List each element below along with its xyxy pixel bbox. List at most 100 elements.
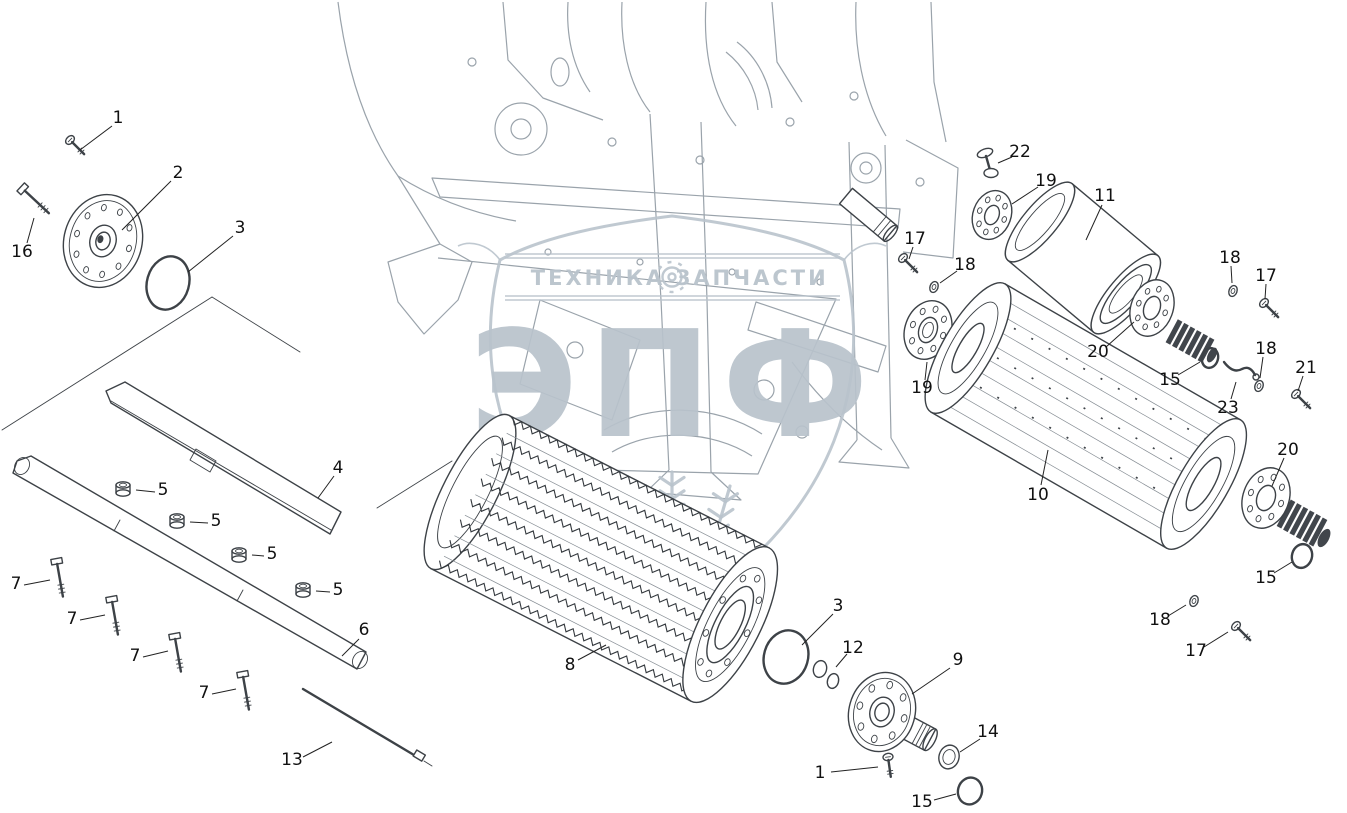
callout-label-8: 8 xyxy=(565,655,576,675)
callout-label-19: 19 xyxy=(1035,171,1057,191)
part-flange-19-lower xyxy=(903,300,953,360)
callout-leader-21 xyxy=(1297,375,1304,392)
callout-label-5: 5 xyxy=(158,480,169,500)
parts-layer xyxy=(12,132,1331,806)
part-pivot-shaft xyxy=(838,187,899,243)
callout-label-15: 15 xyxy=(1159,370,1181,390)
part-bolt-7 xyxy=(49,556,70,599)
callout-label-2: 2 xyxy=(173,163,184,183)
callout-label-21: 21 xyxy=(1295,358,1317,378)
callout-leader-18 xyxy=(1230,265,1233,284)
callout-leader-20 xyxy=(1271,457,1285,487)
callout-leader-19 xyxy=(924,361,928,381)
callout-label-7: 7 xyxy=(199,683,210,703)
callout-label-4: 4 xyxy=(333,458,344,478)
callout-label-15: 15 xyxy=(1255,568,1277,588)
callout-label-17: 17 xyxy=(1255,266,1277,286)
part-housing-11 xyxy=(1004,181,1162,335)
part-roller-8 xyxy=(423,413,779,704)
callout-label-18: 18 xyxy=(1255,339,1277,359)
part-washer-18-b xyxy=(1226,283,1240,299)
part-roller-10 xyxy=(924,282,1248,550)
callout-leader-7 xyxy=(79,614,106,621)
callout-leader-16 xyxy=(26,217,35,244)
callout-leader-14 xyxy=(959,738,981,753)
part-flange-20-upper xyxy=(1129,279,1175,337)
assembly-boundary-lines xyxy=(1,296,453,509)
callout-label-14: 14 xyxy=(977,722,999,742)
callout-leader-3 xyxy=(801,613,834,646)
callout-label-22: 22 xyxy=(1009,142,1031,162)
callout-label-13: 13 xyxy=(281,750,303,770)
part-boot-corrugations xyxy=(1165,319,1328,547)
callout-leader-17 xyxy=(1203,631,1229,648)
part-flange-19-top xyxy=(971,189,1013,241)
part-hub-9 xyxy=(847,671,917,753)
callout-label-6: 6 xyxy=(359,620,370,640)
callout-label-18: 18 xyxy=(954,255,976,275)
callout-label-20: 20 xyxy=(1087,342,1109,362)
part-oring-3-center xyxy=(762,629,810,685)
callout-leader-7 xyxy=(142,650,169,658)
callout-leader-18 xyxy=(939,270,958,284)
callout-leader-2 xyxy=(121,180,172,231)
part-nut-5 xyxy=(169,513,185,529)
part-rings-12 xyxy=(812,659,840,690)
part-bolt-7 xyxy=(235,669,256,712)
callout-leader-18 xyxy=(1167,604,1187,617)
callout-label-7: 7 xyxy=(67,609,78,629)
part-washer-18-c xyxy=(1252,378,1266,394)
part-boot-tip-upper xyxy=(1206,347,1218,363)
part-bolt-1-left xyxy=(62,132,89,159)
callouts-layer: 1216345555777761383129114152219111718192… xyxy=(11,108,1317,812)
part-oring-15-right xyxy=(1290,542,1314,570)
callout-leader-4 xyxy=(317,475,335,499)
callout-leader-17 xyxy=(1264,283,1267,300)
gear-icon xyxy=(655,260,689,294)
part-bolt-1-bottom xyxy=(881,751,897,779)
part-ring-14 xyxy=(938,744,960,770)
callout-label-5: 5 xyxy=(333,580,344,600)
callout-leader-5 xyxy=(135,489,156,493)
callout-leader-7 xyxy=(211,688,237,695)
callout-leader-17 xyxy=(908,246,914,260)
callout-leader-20 xyxy=(1105,321,1135,348)
part-bolt-21 xyxy=(1288,386,1315,413)
callout-leader-1 xyxy=(830,766,879,773)
callout-label-23: 23 xyxy=(1217,398,1239,418)
callout-label-1: 1 xyxy=(815,763,826,783)
callout-leader-5 xyxy=(251,554,265,557)
part-oring-3-left xyxy=(145,255,191,311)
part-bolt-7 xyxy=(104,594,125,637)
callout-leader-1 xyxy=(79,125,113,151)
part-flange-20-lower xyxy=(1241,467,1291,529)
part-bolt-7 xyxy=(167,631,188,674)
callout-label-7: 7 xyxy=(130,646,141,666)
part-screw-16 xyxy=(15,181,54,219)
callout-label-7: 7 xyxy=(11,574,22,594)
callout-label-17: 17 xyxy=(904,229,926,249)
callout-leader-10 xyxy=(1040,449,1049,486)
callout-leader-9 xyxy=(911,667,951,695)
part-bar-4 xyxy=(105,381,342,535)
part-ring-15-upper xyxy=(1200,346,1220,370)
callout-leader-12 xyxy=(835,653,848,668)
part-bolt-17-a xyxy=(895,250,922,277)
callout-label-18: 18 xyxy=(1149,610,1171,630)
callout-leader-3 xyxy=(187,235,234,273)
callout-label-9: 9 xyxy=(953,650,964,670)
part-cable-tie-13 xyxy=(301,687,433,767)
callout-label-5: 5 xyxy=(211,511,222,531)
part-bar-6 xyxy=(12,455,368,670)
callout-label-18: 18 xyxy=(1219,248,1241,268)
part-nut-5 xyxy=(115,481,131,497)
callout-label-12: 12 xyxy=(842,638,864,658)
callout-label-3: 3 xyxy=(833,596,844,616)
part-bolt-17-b xyxy=(1256,295,1283,322)
callout-leader-5 xyxy=(315,590,331,593)
callout-leader-15 xyxy=(1177,361,1201,376)
callout-label-17: 17 xyxy=(1185,641,1207,661)
callout-leader-15 xyxy=(1273,561,1293,574)
